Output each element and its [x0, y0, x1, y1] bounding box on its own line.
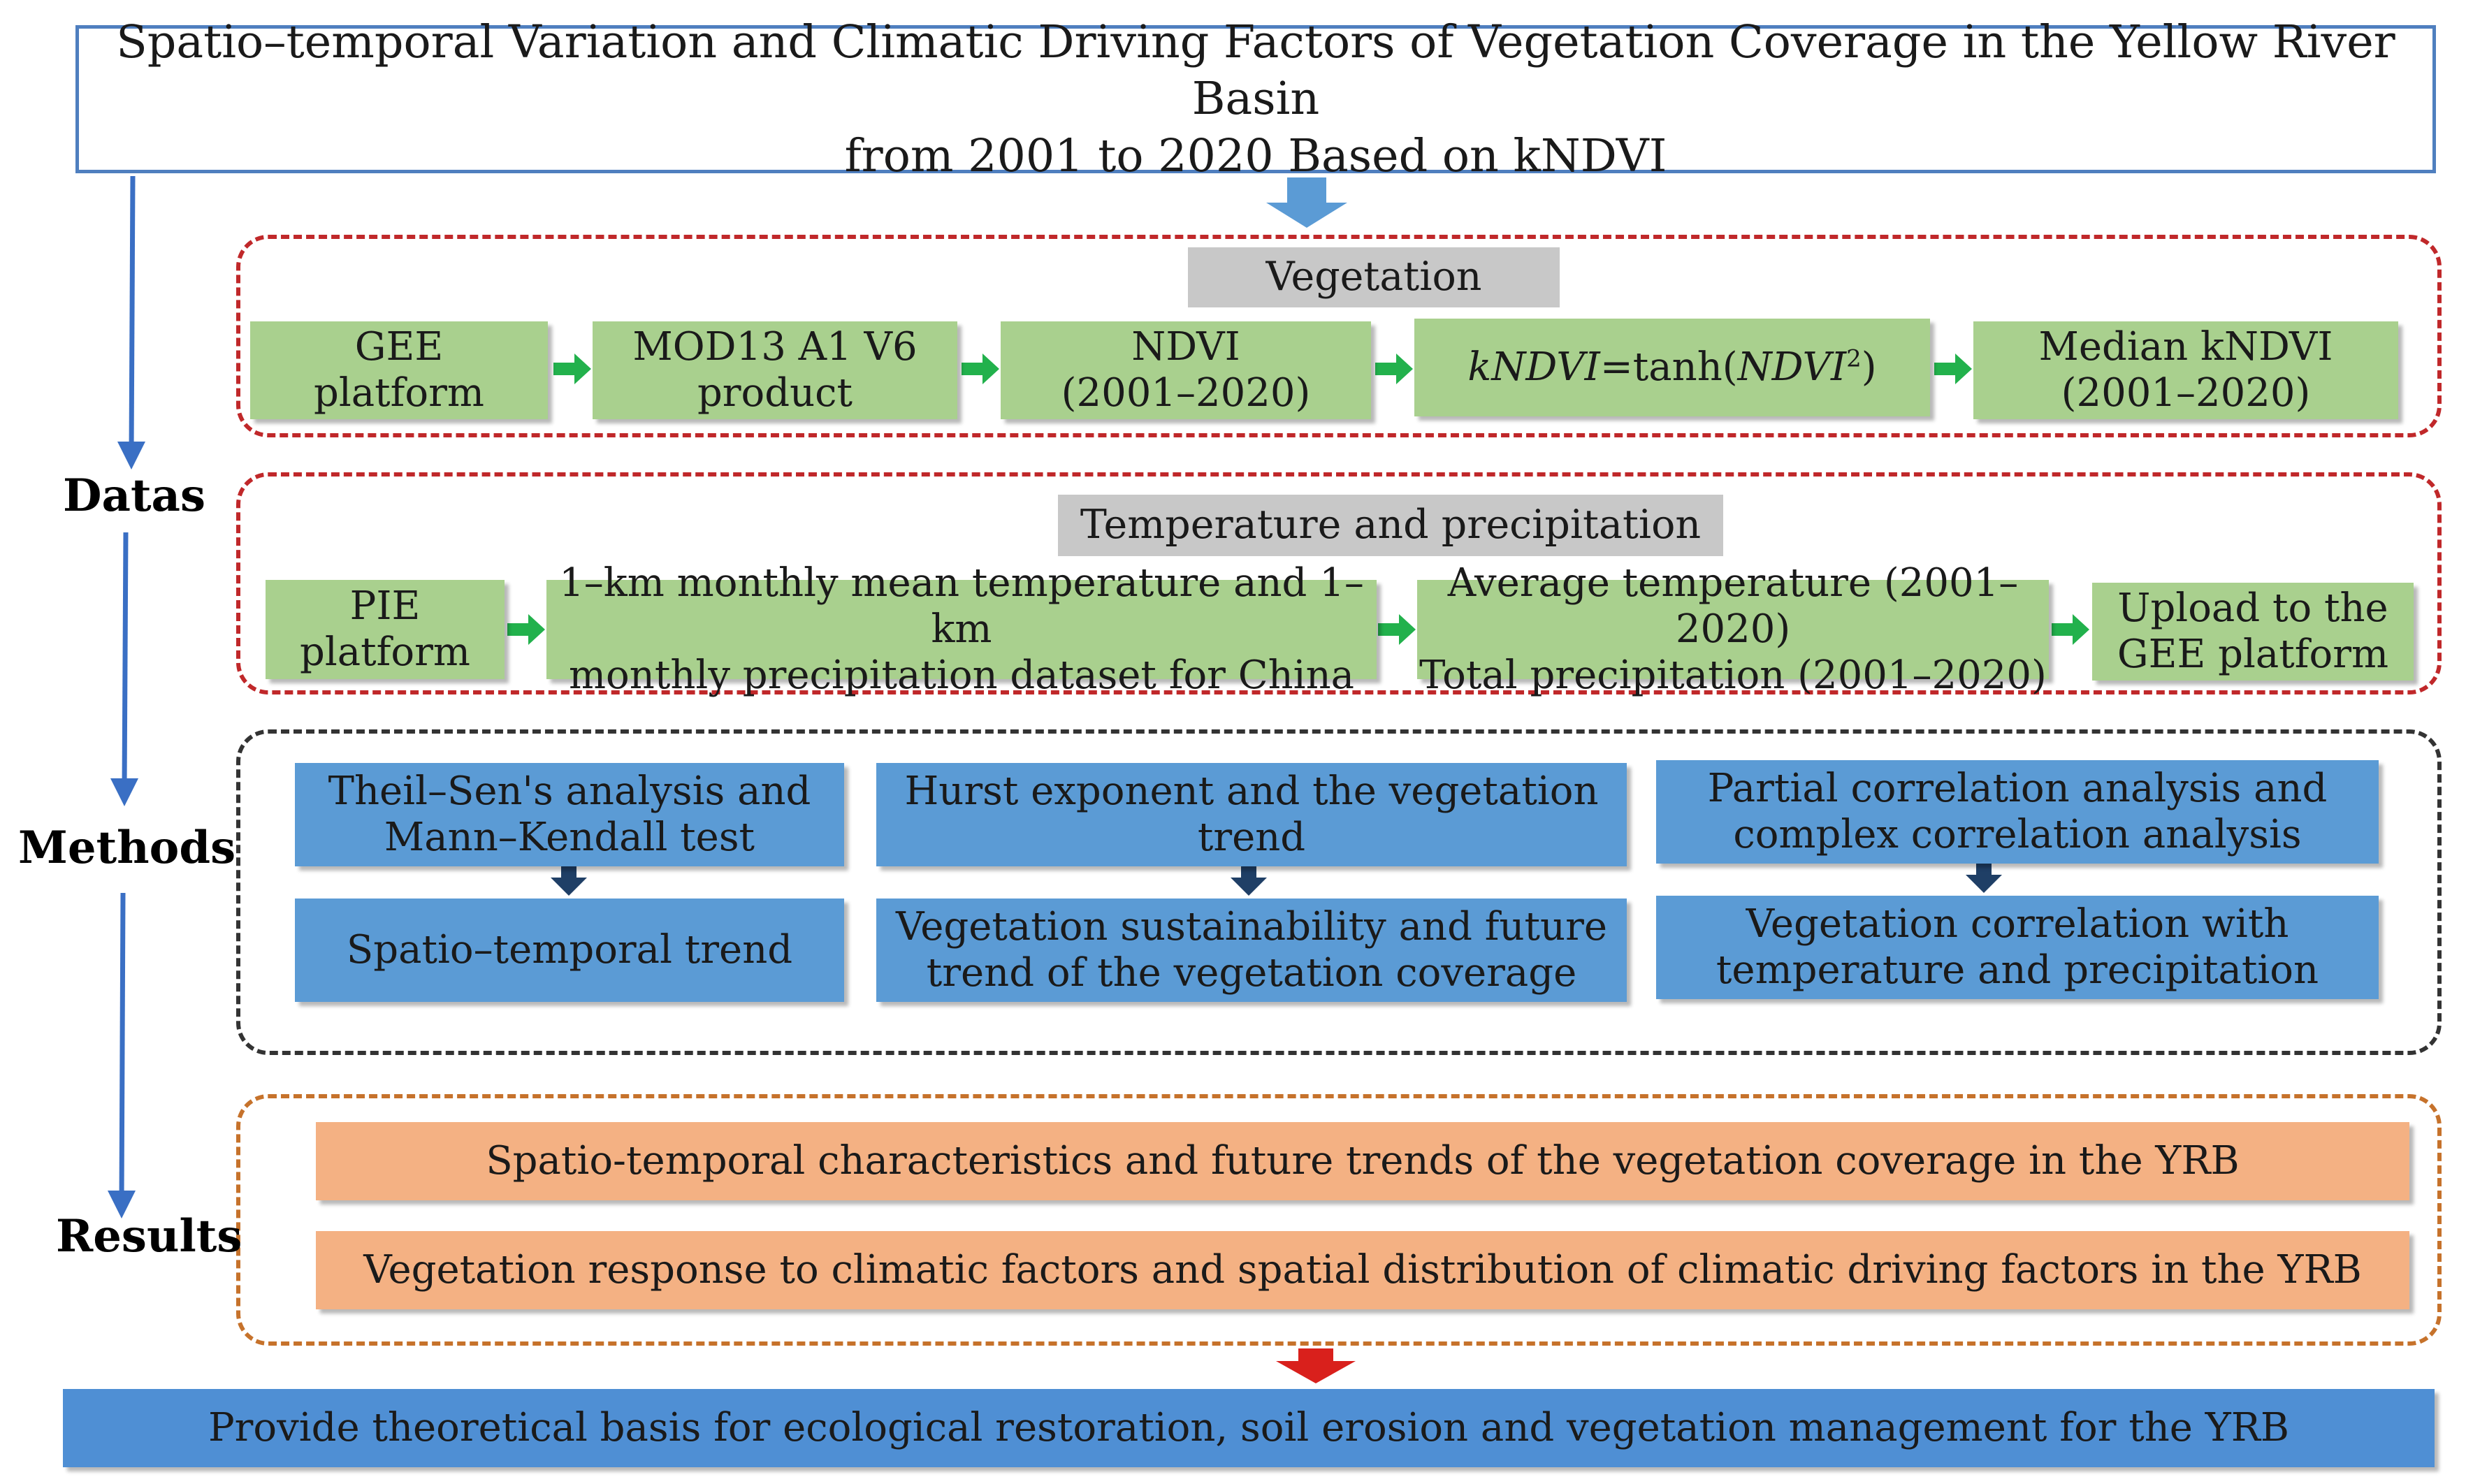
result-box-1: Spatio-temporal characteristics and futu…: [316, 1122, 2409, 1200]
upload-gee-box: Upload to the GEE platform: [2092, 583, 2414, 681]
green-arrow-5: [507, 614, 545, 645]
china-dataset-box: 1–km monthly mean temperature and 1–km m…: [546, 560, 1377, 698]
flow-arrowhead-methods: [110, 778, 138, 806]
methods-down-arrows: [551, 862, 2002, 896]
climate-group: [236, 472, 2442, 694]
median-kndvi-box: Median kNDVI (2001–2020): [1973, 321, 2398, 419]
method-arrow-1: [551, 865, 587, 896]
partial-correlation-method-box: Partial correlation analysis and complex…: [1656, 760, 2379, 864]
section-label-datas: Datas: [63, 470, 206, 522]
green-arrow-2: [962, 354, 999, 384]
result-box-2: Vegetation response to climatic factors …: [316, 1231, 2409, 1309]
method-arrow-3: [1966, 862, 2002, 893]
flow-line-datas-to-methods: [122, 532, 129, 790]
green-arrow-1: [553, 354, 591, 384]
section-label-methods: Methods: [18, 822, 236, 874]
power-two: 2: [1846, 344, 1862, 373]
average-total-box: Average temperature (2001–2020) Total pr…: [1417, 560, 2049, 698]
method-arrow-2: [1231, 865, 1267, 896]
ndvi-box: NDVI (2001–2020): [1001, 321, 1371, 419]
flow-arrowhead-results: [108, 1191, 136, 1219]
green-arrow-4: [1934, 354, 1972, 384]
climate-correlation-box: Vegetation correlation with temperature …: [1656, 896, 2379, 999]
green-arrow-7: [2052, 614, 2089, 645]
climate-label: Temperature and precipitation: [1058, 495, 1723, 556]
close-paren: ): [1861, 344, 1877, 390]
left-flow-arrows: [108, 175, 145, 1219]
title-down-arrow: [1266, 177, 1347, 228]
results-group: [236, 1094, 2442, 1346]
flow-arrowhead-datas: [117, 442, 145, 470]
mod13-product-box: MOD13 A1 V6 product: [593, 321, 957, 419]
flow-line-title-to-datas: [129, 175, 136, 455]
climate-green-arrows: [507, 614, 2089, 645]
final-conclusion-box: Provide theoretical basis for ecological…: [63, 1389, 2435, 1467]
kndvi-symbol: kNDVI: [1467, 344, 1600, 390]
vegetation-label: Vegetation: [1188, 247, 1560, 307]
gee-platform-box: GEE platform: [250, 321, 548, 419]
theil-sen-method-box: Theil–Sen's analysis and Mann–Kendall te…: [295, 763, 844, 866]
vegetation-group: [236, 235, 2442, 437]
vegetation-green-arrows: [553, 354, 1972, 384]
spatio-temporal-trend-box: Spatio–temporal trend: [295, 899, 844, 1002]
methods-group: [236, 729, 2442, 1055]
sustainability-box: Vegetation sustainability and future tre…: [876, 899, 1627, 1002]
kndvi-formula-box: kNDVI=tanh(NDVI2): [1414, 319, 1930, 416]
green-arrow-3: [1375, 354, 1413, 384]
pie-platform-box: PIE platform: [266, 580, 505, 679]
section-label-results: Results: [56, 1210, 242, 1263]
final-down-arrow: [1276, 1348, 1356, 1383]
hurst-method-box: Hurst exponent and the vegetation trend: [876, 763, 1627, 866]
ndvi-symbol: NDVI: [1737, 344, 1847, 390]
flow-line-methods-to-results: [119, 892, 126, 1204]
tanh-text: =tanh(: [1600, 344, 1738, 390]
green-arrow-6: [1378, 614, 1416, 645]
